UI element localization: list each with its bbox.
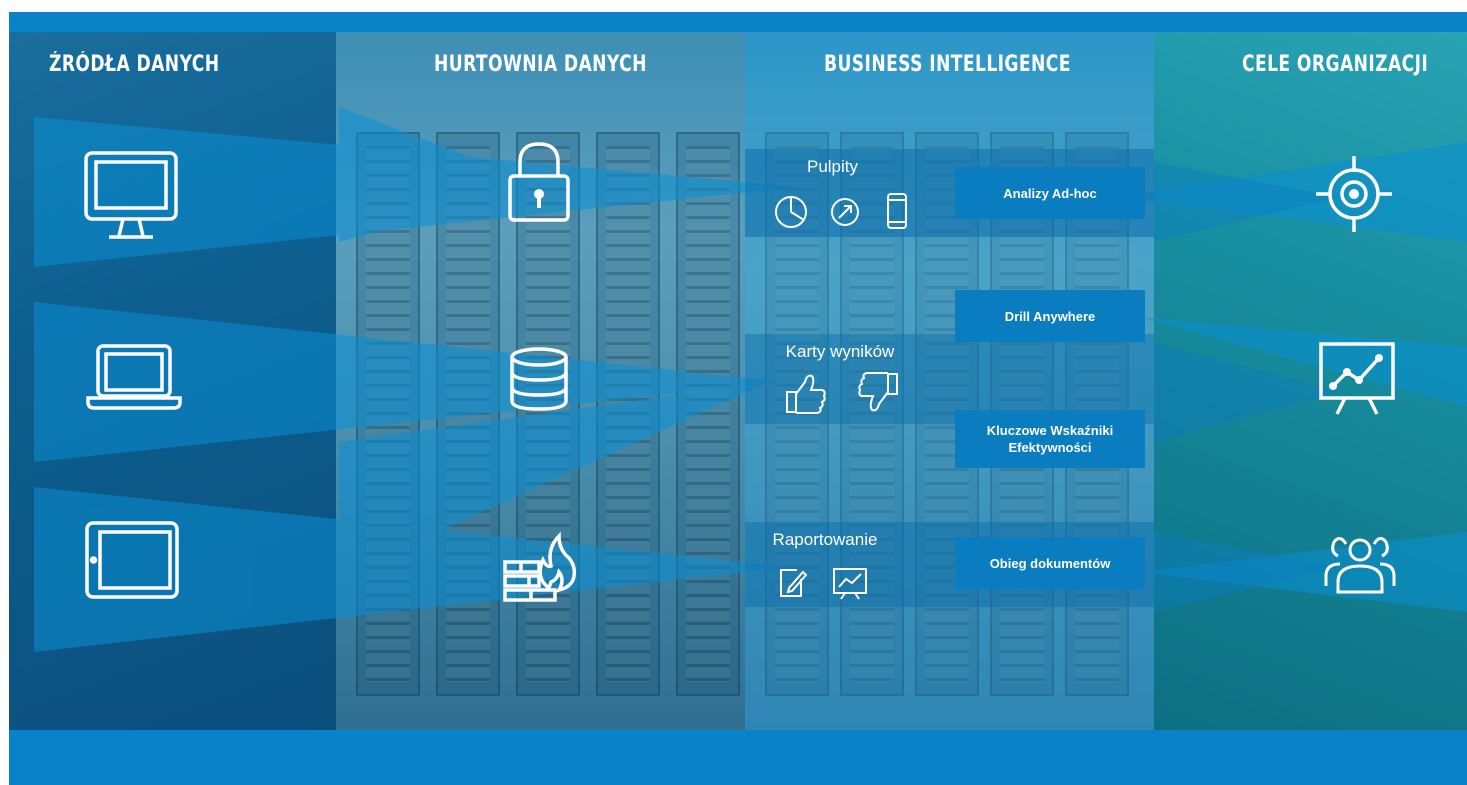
tag-kpi-line1: Kluczowe Wskaźniki bbox=[986, 423, 1114, 438]
tablet-icon bbox=[85, 521, 179, 599]
tag-obieg-dokumentow: Obieg dokumentów bbox=[955, 537, 1145, 589]
bottom-band bbox=[9, 730, 1467, 785]
line-chart-board-icon bbox=[833, 568, 867, 600]
panel-raport-title: Raportowanie bbox=[772, 530, 878, 549]
pie-chart-icon bbox=[775, 196, 807, 228]
thumbs-down-icon bbox=[858, 372, 898, 412]
padlock-icon bbox=[508, 142, 570, 222]
target-icon bbox=[1316, 156, 1392, 232]
team-icon bbox=[1324, 537, 1396, 594]
presentation-chart-icon bbox=[1319, 342, 1395, 415]
gauge-icon bbox=[831, 198, 859, 226]
panel-karty-wynikow: Karty wyników bbox=[745, 334, 1154, 424]
laptop-icon bbox=[86, 344, 182, 410]
heading-organization-goals: CELE ORGANIZACJI bbox=[1242, 52, 1429, 77]
heading-data-sources: ŹRÓDŁA DANYCH bbox=[49, 52, 220, 77]
smartphone-icon bbox=[887, 193, 907, 229]
top-band bbox=[9, 12, 1467, 32]
heading-business-intelligence: BUSINESS INTELLIGENCE bbox=[824, 52, 1071, 77]
tag-analizy-ad-hoc: Analizy Ad-hoc bbox=[955, 167, 1145, 219]
edit-document-icon bbox=[780, 569, 807, 597]
thumbs-up-icon bbox=[786, 374, 826, 414]
panel-karty-title: Karty wyników bbox=[785, 342, 895, 361]
tag-drill-anywhere: Drill Anywhere bbox=[955, 290, 1145, 342]
heading-data-warehouse: HURTOWNIA DANYCH bbox=[434, 52, 647, 77]
tag-kpi-line2: Efektywności bbox=[1008, 440, 1092, 455]
panel-pulpity-title: Pulpity bbox=[806, 157, 859, 176]
desktop-monitor-icon bbox=[84, 151, 178, 239]
database-icon bbox=[510, 347, 568, 411]
firewall-icon bbox=[503, 531, 577, 602]
flow-rays bbox=[34, 107, 1467, 652]
bi-diagram: ŹRÓDŁA DANYCH HURTOWNIA DANYCH BUSINESS … bbox=[9, 12, 1467, 785]
tag-kluczowe-wskazniki: Kluczowe Wskaźniki Efektywności bbox=[955, 410, 1145, 468]
